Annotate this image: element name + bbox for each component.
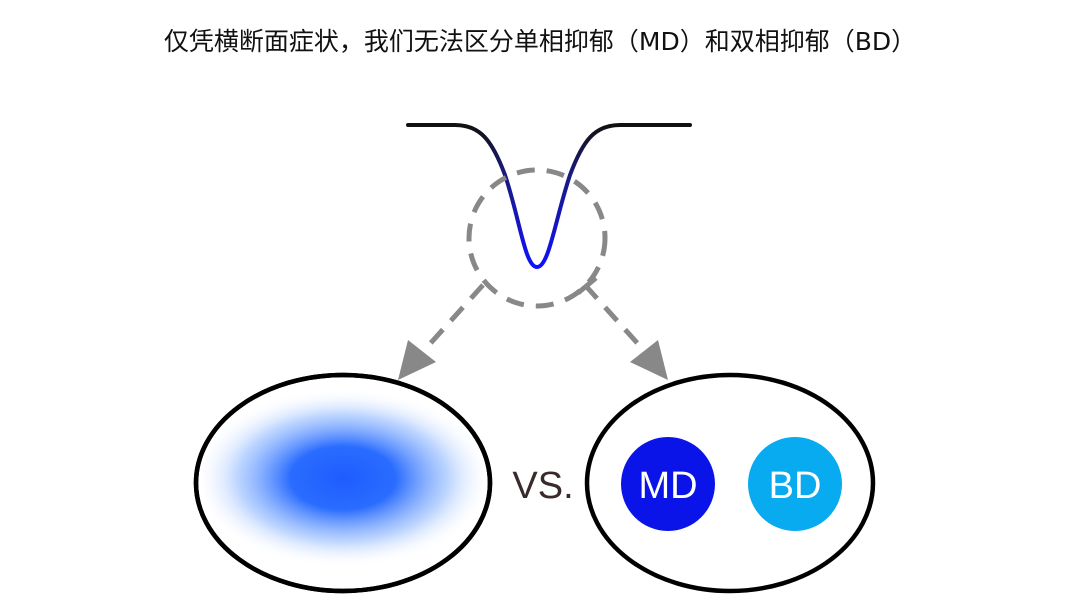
title: 仅凭横断面症状，我们无法区分单相抑郁（MD）和双相抑郁（BD）: [163, 27, 917, 56]
md-label: MD: [638, 465, 697, 507]
arrow-right: [576, 276, 668, 380]
symptom-curve: [406, 123, 692, 270]
vs-label: VS.: [512, 465, 573, 507]
md-circle: [621, 437, 715, 531]
separated-group-ellipse: [584, 372, 876, 594]
bd-circle: [748, 437, 842, 531]
arrow-left: [398, 283, 485, 380]
dashed-focus-circle: [466, 167, 608, 309]
bd-label: BD: [769, 465, 822, 507]
blurred-blob: [203, 383, 483, 573]
